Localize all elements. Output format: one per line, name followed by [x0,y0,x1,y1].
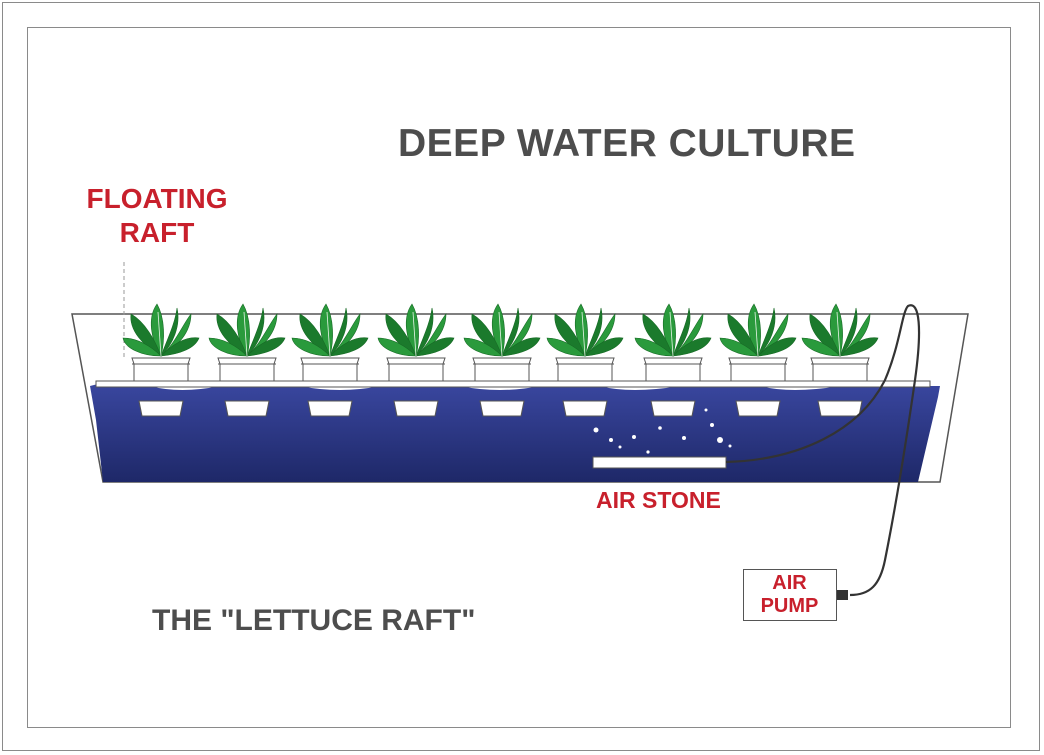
lettuce-plant [719,303,797,382]
net-pot-submerged [224,400,270,417]
air-bubbles [579,404,732,454]
leaf [757,307,776,357]
diagram-title: DEEP WATER CULTURE [398,122,856,165]
leaf [329,307,348,357]
air-pump-label-line1: AIR [772,572,807,594]
air-stone-label: AIR STONE [596,487,721,513]
leaf [122,337,162,357]
air-tube [725,304,921,597]
submerged-pots [138,400,863,417]
diagram-subtitle: THE "LETTUCE RAFT" [152,604,476,637]
leaf [719,337,759,357]
air-pump-label: AIR PUMP [744,572,835,618]
lettuce-plant [546,303,624,382]
leaf [801,337,841,357]
lettuce-plant [801,303,879,382]
leaf [160,337,200,357]
net-pot-submerged [817,400,863,417]
leaf [634,337,674,357]
net-pot [217,357,277,382]
leaf [291,337,331,357]
leaf [246,337,286,357]
leaf [672,307,691,357]
net-pot [131,357,191,382]
leaf [839,307,858,357]
net-pot-submerged [562,400,608,417]
leaf [672,337,712,357]
lettuce-plant [291,303,369,382]
net-pot [300,357,360,382]
air-pump: AIR PUMP [743,569,837,621]
net-pot-submerged [138,400,184,417]
inner-frame [27,27,1011,728]
net-pot [810,357,870,382]
air-stone [592,456,727,469]
air-pump-label-line2: PUMP [760,595,819,617]
leaf [839,337,879,357]
leaf [377,337,417,357]
leaf [160,307,179,357]
leaf [246,307,265,357]
leaf [757,337,797,357]
net-pot [643,357,703,382]
lettuce-plant [122,303,200,382]
floating-raft [95,380,931,388]
leaf [501,307,520,357]
lettuce-plant [463,303,541,382]
leaf [329,337,369,357]
net-pot [472,357,532,382]
leaf [463,337,503,357]
net-pot-submerged [735,400,781,417]
floating-raft-label-line2: RAFT [119,217,195,248]
net-pot-submerged [650,400,696,417]
net-pot-submerged [393,400,439,417]
pump-connector [836,590,848,600]
leaf [208,337,248,357]
leaf [415,337,455,357]
net-pot [386,357,446,382]
leaf [501,337,541,357]
lettuce-plant [377,303,455,382]
net-pot-submerged [479,400,525,417]
leaf [546,337,586,357]
water-body [90,382,940,482]
lettuce-plant [208,303,286,382]
net-pot [555,357,615,382]
net-pot-submerged [307,400,353,417]
plants [122,303,879,382]
net-pot [728,357,788,382]
leaf [584,337,624,357]
leaf [415,307,434,357]
leaf [584,307,603,357]
floating-raft-label: FLOATING RAFT [78,182,236,250]
floating-raft-label-line1: FLOATING [86,183,228,214]
lettuce-plant [634,303,712,382]
